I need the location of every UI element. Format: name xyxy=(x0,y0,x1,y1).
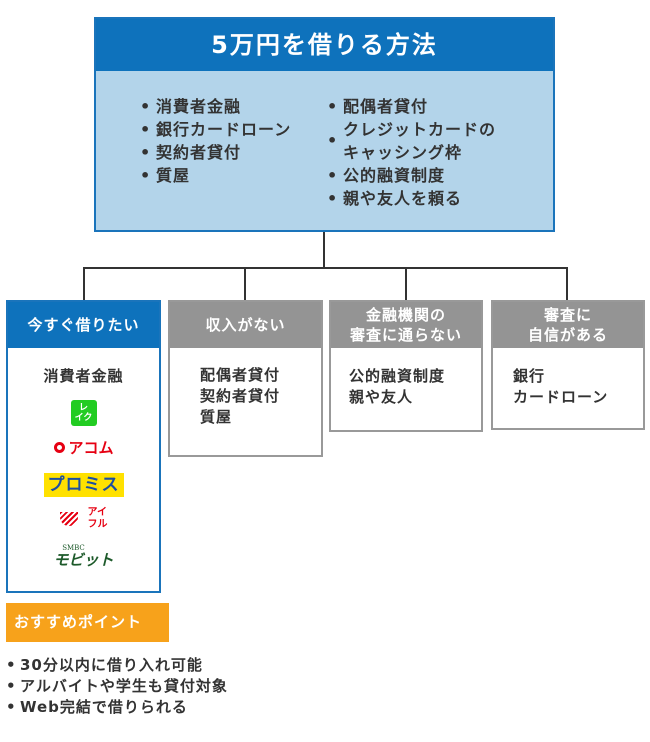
method-item: 消費者金融 xyxy=(140,95,291,118)
card-body: 公的融資制度 親や友人 xyxy=(331,366,481,408)
card-item: 親や友人 xyxy=(349,388,414,406)
connector-trunk xyxy=(323,232,325,268)
method-item: 契約者貸付 xyxy=(140,141,291,164)
method-item: 配偶者貸付 xyxy=(327,95,496,118)
recommend-point: 30分以内に借り入れ可能 xyxy=(6,655,228,676)
card-header-text: 審査に xyxy=(543,306,592,324)
aiful-logo: アイ フル xyxy=(59,507,108,531)
card-header-text: 自信がある xyxy=(527,326,608,344)
card-confident-screening: 審査に 自信がある 銀行 カードローン xyxy=(491,300,645,430)
card-item: 消費者金融 xyxy=(43,367,124,385)
aiful-logo-text: アイ フル xyxy=(88,507,108,531)
card-item: 公的融資制度 xyxy=(349,367,446,385)
recommend-label: おすすめポイント xyxy=(6,603,169,642)
acom-ring-icon xyxy=(53,442,65,453)
card-borrow-now: 今すぐ借りたい 消費者金融 レ イク アコム プロミス アイ フル SMBC モ… xyxy=(6,300,161,593)
method-item: 銀行カードローン xyxy=(140,118,291,141)
method-item: 公的融資制度 xyxy=(327,164,496,187)
card-header-text: 今すぐ借りたい xyxy=(27,316,140,334)
recommend-point: Web完結で借りられる xyxy=(6,697,228,718)
recommend-point: アルバイトや学生も貸付対象 xyxy=(6,676,228,697)
main-title: 5万円を借りる方法 xyxy=(96,19,553,71)
promise-logo: プロミス xyxy=(43,473,124,497)
card-item: 契約者貸付 xyxy=(200,387,281,405)
card-header-text: 金融機関の xyxy=(365,306,446,324)
method-item: 質屋 xyxy=(140,164,291,187)
method-item-line: キャッシング枠 xyxy=(343,143,463,162)
lake-logo-text: イク xyxy=(74,413,93,423)
card-body: 消費者金融 xyxy=(8,366,159,387)
card-header: 審査に 自信がある xyxy=(493,302,643,348)
recommend-points: 30分以内に借り入れ可能 アルバイトや学生も貸付対象 Web完結で借りられる xyxy=(6,655,228,718)
main-box: 5万円を借りる方法 消費者金融 銀行カードローン 契約者貸付 質屋 配偶者貸付 … xyxy=(94,17,555,232)
mobit-name-text: モビット xyxy=(53,551,114,569)
card-no-income: 収入がない 配偶者貸付 契約者貸付 質屋 xyxy=(168,300,323,457)
card-header-text: 審査に通らない xyxy=(349,326,462,344)
card-item: 配偶者貸付 xyxy=(200,366,281,384)
acom-logo-text: アコム xyxy=(68,439,114,457)
connector-branch-3 xyxy=(405,267,407,301)
card-item: カードローン xyxy=(513,388,609,406)
card-header: 今すぐ借りたい xyxy=(8,302,159,348)
method-item-line: クレジットカードの xyxy=(343,120,497,139)
mobit-logo: SMBC モビット xyxy=(53,544,113,568)
lake-logo-text: レ xyxy=(78,403,88,413)
card-body: 配偶者貸付 契約者貸付 質屋 xyxy=(170,365,321,428)
methods-list-left: 消費者金融 銀行カードローン 契約者貸付 質屋 xyxy=(140,95,291,187)
mobit-smbc-text: SMBC xyxy=(62,544,85,552)
aiful-heart-icon xyxy=(59,512,78,526)
card-header: 収入がない xyxy=(170,302,321,348)
method-item-credit-card: クレジットカードの キャッシング枠 xyxy=(327,118,496,164)
acom-logo: アコム xyxy=(53,437,114,458)
card-item: 質屋 xyxy=(200,408,233,426)
methods-list-right: 配偶者貸付 クレジットカードの キャッシング枠 公的融資制度 親や友人を頼る xyxy=(327,95,496,210)
card-failed-screening: 金融機関の 審査に通らない 公的融資制度 親や友人 xyxy=(329,300,483,432)
card-header: 金融機関の 審査に通らない xyxy=(331,302,481,348)
connector-branch-1 xyxy=(83,267,85,301)
card-header-text: 収入がない xyxy=(205,316,286,334)
aiful-logo-line: アイ xyxy=(87,507,108,518)
connector-branch-2 xyxy=(244,267,246,301)
card-body: 銀行 カードローン xyxy=(493,366,643,408)
card-item: 銀行 xyxy=(513,367,546,385)
method-item: 親や友人を頼る xyxy=(327,187,496,210)
connector-branch-4 xyxy=(566,267,568,301)
aiful-logo-line: フル xyxy=(87,519,108,530)
lake-logo: レ イク xyxy=(70,400,97,426)
connector-horizontal xyxy=(83,267,568,269)
